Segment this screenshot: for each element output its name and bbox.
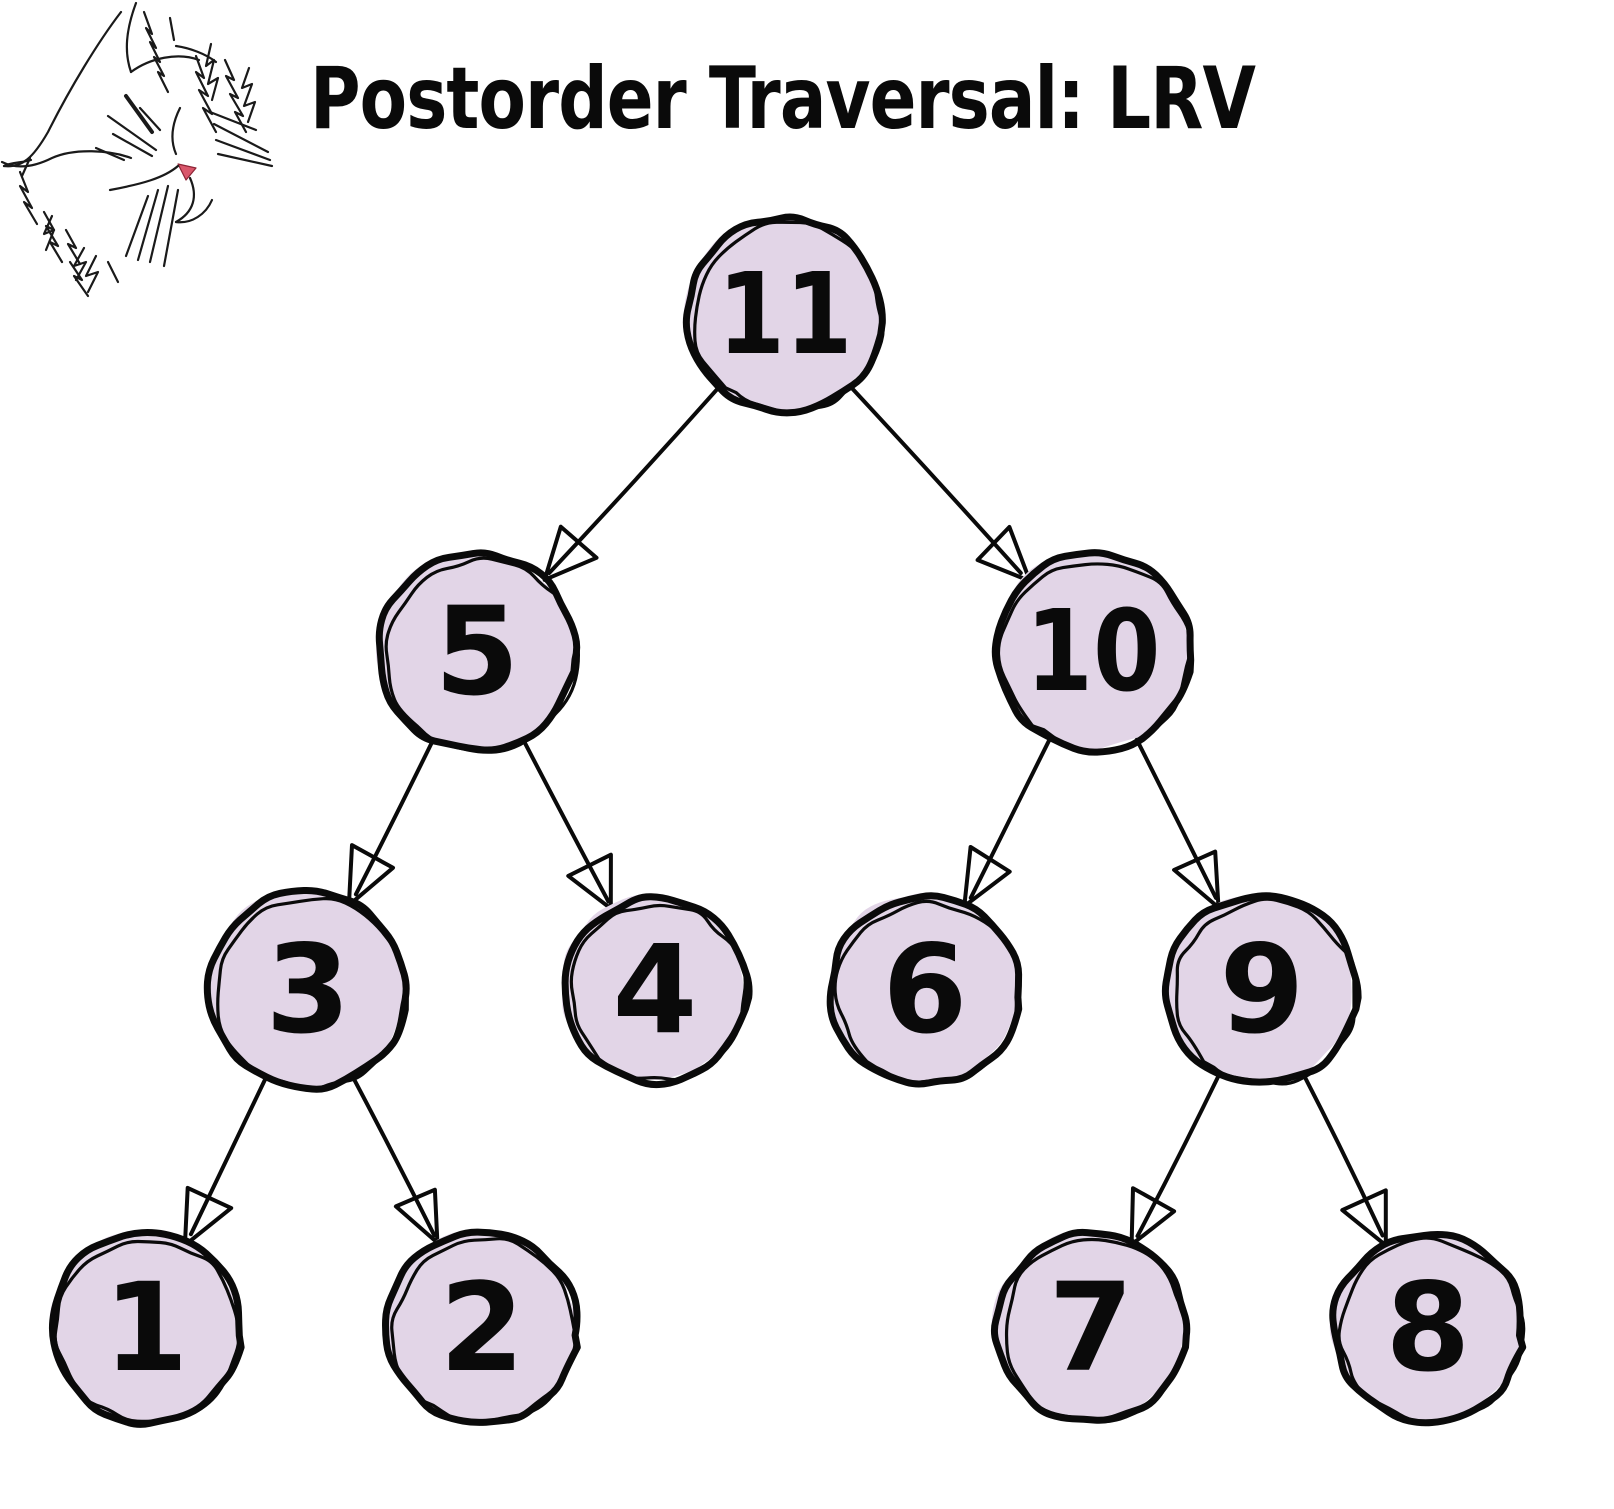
node-outline	[833, 899, 1020, 1085]
edge-line	[353, 737, 436, 897]
tree-node-6[interactable]: 6	[826, 892, 1023, 1088]
node-outline	[1337, 1236, 1526, 1424]
node-label: 5	[435, 581, 520, 723]
tree-edge-11-to-5	[542, 384, 722, 582]
node-outline	[390, 1237, 577, 1425]
node-outline	[216, 896, 408, 1092]
cat-face-sketch	[0, 1, 274, 298]
tree-node-5[interactable]: 5	[375, 549, 581, 754]
page-title: Postorder Traversal: LRV	[310, 49, 1256, 149]
arrowhead-icon	[542, 524, 599, 582]
node-fill	[998, 554, 1190, 750]
node-outline	[203, 886, 410, 1093]
arrowhead-icon	[182, 1185, 234, 1248]
node-outline	[569, 903, 747, 1082]
node-label: 10	[1026, 587, 1161, 717]
node-label: 6	[883, 919, 968, 1061]
edge-line	[848, 384, 1023, 575]
tree-edge-11-to-10	[848, 384, 1032, 583]
node-label: 11	[718, 250, 853, 380]
tree-node-8[interactable]: 8	[1329, 1231, 1527, 1427]
arrowhead-icon	[1340, 1188, 1388, 1248]
node-label: 4	[613, 919, 698, 1061]
node-fill	[564, 898, 744, 1080]
node-label: 3	[266, 919, 351, 1061]
node-fill	[388, 1233, 578, 1421]
edge-line	[350, 1075, 437, 1238]
node-label: 9	[1220, 919, 1305, 1061]
edge-line	[1301, 1072, 1385, 1238]
node-outline	[996, 562, 1194, 755]
arrowhead-icon	[393, 1187, 440, 1245]
node-label: 8	[1386, 1257, 1471, 1399]
node-fill	[209, 894, 405, 1088]
tree-edge-10-to-6	[962, 737, 1052, 909]
node-fill	[833, 898, 1019, 1084]
tree-edge-10-to-9	[1134, 737, 1221, 910]
node-label: 1	[104, 1257, 189, 1399]
arrowhead-icon	[962, 845, 1012, 909]
edge-line	[188, 1076, 268, 1237]
edge-line	[520, 736, 611, 904]
tree-node-9[interactable]: 9	[1161, 892, 1362, 1086]
node-fill	[380, 556, 575, 748]
tree-edge-9-to-8	[1301, 1072, 1388, 1248]
node-label: 7	[1049, 1257, 1134, 1399]
arrowhead-icon	[975, 525, 1032, 583]
node-fill	[1335, 1233, 1522, 1422]
node-outline	[1161, 892, 1362, 1086]
node-outline	[1004, 1237, 1189, 1424]
tree-node-3[interactable]: 3	[203, 886, 410, 1093]
tree-edge-3-to-1	[182, 1076, 268, 1248]
arrowhead-icon	[566, 852, 613, 911]
arrowhead-icon	[346, 843, 395, 908]
node-fill	[687, 219, 880, 410]
node-label: 2	[440, 1257, 525, 1399]
tree-node-11[interactable]: 11	[682, 213, 886, 417]
node-outline	[1175, 897, 1356, 1086]
tree-node-1[interactable]: 1	[48, 1229, 245, 1428]
arrowhead-icon	[1172, 849, 1221, 910]
node-fill	[1168, 895, 1352, 1082]
tree-edge-5-to-4	[520, 736, 613, 911]
tree-node-10[interactable]: 10	[991, 549, 1195, 756]
tree-node-4[interactable]: 4	[561, 893, 753, 1089]
arrowhead-icon	[1129, 1186, 1177, 1247]
tree-edge-9-to-7	[1129, 1071, 1222, 1247]
node-outline	[990, 1228, 1191, 1424]
node-outline	[384, 556, 581, 754]
tree-edge-5-to-3	[346, 737, 436, 908]
edge-line	[1135, 1071, 1222, 1239]
node-outline	[53, 1239, 241, 1423]
edge-line	[1134, 737, 1218, 900]
tree-node-2[interactable]: 2	[382, 1228, 581, 1426]
node-fill	[997, 1235, 1186, 1423]
edge-line	[968, 737, 1052, 900]
node-outline	[693, 220, 885, 414]
edge-line	[547, 384, 722, 575]
node-outline	[375, 549, 581, 754]
node-fill	[50, 1235, 239, 1421]
node-outline	[382, 1228, 581, 1426]
tree-edge-3-to-2	[350, 1075, 440, 1245]
tree-node-7[interactable]: 7	[990, 1228, 1191, 1424]
